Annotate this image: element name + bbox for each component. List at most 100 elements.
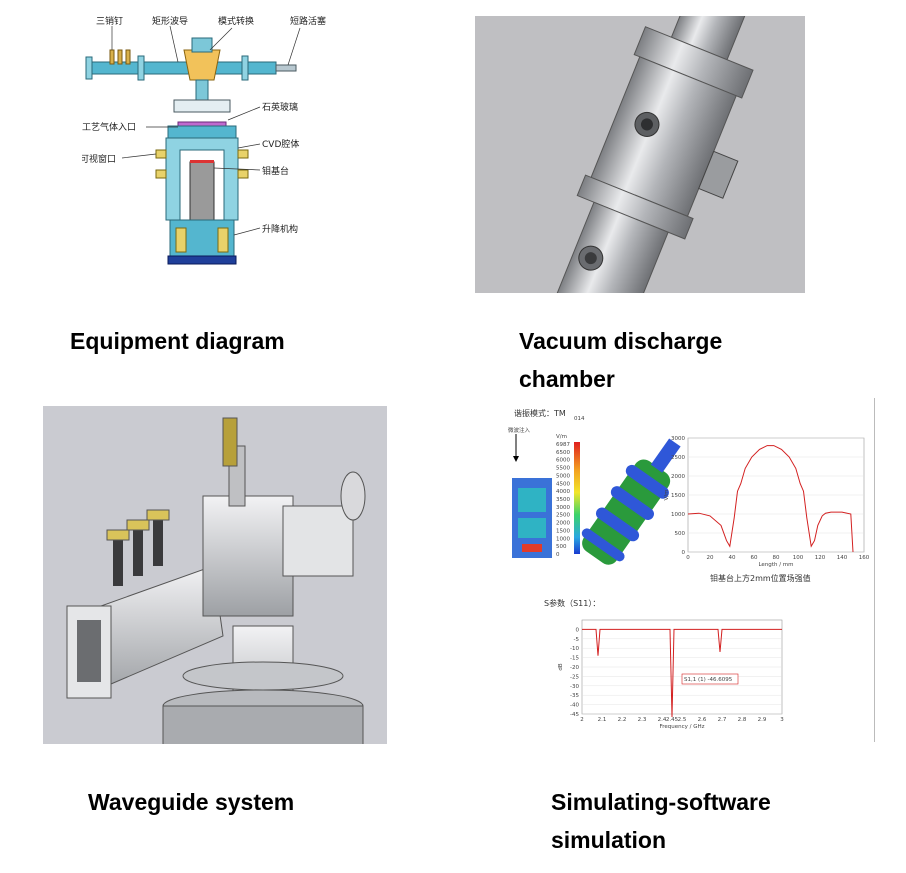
x-tick-label: 2.2	[618, 717, 627, 723]
waveguide-image	[66, 417, 366, 744]
chamber-image	[548, 16, 754, 293]
stub-tuner-knobs	[106, 509, 170, 586]
y-tick-label: -30	[570, 684, 579, 690]
short-plunger	[275, 64, 297, 72]
series-line	[687, 445, 854, 553]
label-lift-mechanism: 升降机构	[262, 223, 298, 235]
field-strength-caption: 钼基台上方2mm位置场强值	[710, 573, 811, 583]
colorbar-tick-label: 6500	[556, 450, 570, 456]
x-tick-label: 20	[707, 555, 714, 561]
y-tick-label: 0	[682, 550, 686, 556]
x-tick-label: 2.7	[718, 717, 727, 723]
x-tick-label: 100	[793, 555, 804, 561]
colorbar-tick-label: 0	[556, 552, 560, 558]
colorbar-tick-label: 5500	[556, 466, 570, 472]
caption-vacuum-chamber-line1: Vacuum discharge	[519, 328, 723, 354]
y-tick-label: -45	[570, 712, 579, 718]
y-tick-label: -25	[570, 674, 579, 680]
marker-box	[681, 673, 739, 685]
label-stub-tuner: 三销钉	[96, 15, 123, 27]
vacuum-chamber-render	[475, 16, 805, 293]
x-tick-label: 2	[580, 717, 584, 723]
mode-converter	[183, 49, 221, 81]
equipment-diagram: 三销钉 矩形波导 模式转换 短路活塞 石英玻璃 工艺气体入口 CVD腔体 可视窗…	[80, 10, 342, 268]
label-viewing-window: 可视窗口	[82, 153, 116, 165]
s-param-title: S参数（S11）：	[544, 598, 600, 608]
x-tick-label: 2.1	[598, 717, 607, 723]
x-tick-label: 60	[751, 555, 758, 561]
y-tick-label: -40	[570, 703, 579, 709]
colorbar-tick-label: 5000	[556, 473, 570, 479]
handwheel-icon	[340, 471, 366, 521]
colorbar-tick-label: 3500	[556, 497, 570, 503]
label-quartz-glass: 石英玻璃	[262, 101, 298, 113]
stub-tuner-pins	[109, 49, 131, 65]
x-tick-label: 140	[837, 555, 848, 561]
simulation-figure: 谐振模式：TM 014 微波注入 V/m 6987650060005500500…	[508, 408, 870, 730]
y-tick-label: 1000	[671, 512, 685, 518]
y-tick-label: 0	[576, 627, 580, 633]
caption-simulation-line2: simulation	[551, 827, 667, 853]
caption-waveguide-system: Waveguide system	[88, 789, 295, 815]
colorbar-tick-label: 1500	[556, 528, 570, 534]
x-tick-label: 2.5	[678, 717, 687, 723]
y-tick-label: -5	[574, 637, 580, 643]
microwave-input-label: 微波注入	[508, 426, 531, 434]
colorbar	[574, 442, 580, 554]
label-mode-converter: 模式转换	[218, 15, 254, 27]
marker-label: S1,1 (1) -46.6095	[684, 677, 733, 683]
y-tick-label: 2000	[671, 474, 685, 480]
x-tick-label: 2.3	[638, 717, 647, 723]
caption-equipment-diagram: Equipment diagram	[70, 328, 285, 354]
y-tick-label: 2500	[671, 455, 685, 461]
x-tick-label: 3	[780, 717, 784, 723]
field-strength-chart: 0 500 1000 1500 2000 2500 3000 0 20 40 60 80 100 120 1…	[664, 436, 870, 568]
resonance-mode-subscript: 014	[574, 416, 585, 422]
x-tick-label: 0	[686, 555, 690, 561]
colorbar-unit: V/m	[556, 434, 567, 440]
equipment-schematic: 三销钉 矩形波导 模式转换 短路活塞 石英玻璃 工艺气体入口 CVD腔体 可视窗…	[80, 15, 326, 265]
colorbar-tick-label: 500	[556, 544, 567, 550]
caption-simulation-line1: Simulating-software	[551, 789, 771, 815]
colorbar-tick-label: 4000	[556, 489, 570, 495]
label-cvd-cavity: CVD腔体	[262, 138, 299, 150]
x-tick-label: 2.45	[666, 717, 679, 723]
resonance-mode-label: 谐振模式：TM	[514, 408, 566, 418]
y-tick-label: -15	[570, 656, 579, 662]
label-short-plunger: 短路活塞	[290, 15, 326, 27]
y-tick-label: 500	[675, 531, 686, 537]
x-tick-label: 80	[773, 555, 780, 561]
x-tick-label: 2.4	[658, 717, 667, 723]
x-tick-label: 2.9	[758, 717, 767, 723]
quartz-glass	[177, 121, 227, 127]
label-mo-substrate: 钼基台	[262, 165, 289, 177]
colorbar-tick-label: 3000	[556, 505, 570, 511]
colorbar-tick-label: 6987	[556, 442, 570, 448]
x-tick-label: 160	[859, 555, 870, 561]
s11-chart: 0 -5 -10 -15 -20 -25 -30 -35 -40 -452 2.1 2.2 2.3 2.4…	[558, 619, 784, 730]
cavity-3d-render	[581, 438, 681, 565]
label-process-gas-inlet: 工艺气体入口	[82, 121, 136, 133]
colorbar-tick-label: 6000	[556, 458, 570, 464]
y-tick-label: -10	[570, 646, 579, 652]
y-tick-label: -20	[570, 665, 579, 671]
y-axis-label: dB	[558, 663, 564, 670]
caption-vacuum-chamber-line2: chamber	[519, 366, 615, 392]
y-axis-label: V/m	[664, 490, 670, 501]
label-rect-waveguide: 矩形波导	[152, 15, 188, 27]
colorbar-tick-label: 4500	[556, 481, 570, 487]
y-tick-label: 3000	[671, 436, 685, 442]
series-line	[582, 628, 782, 718]
x-axis-label: Length / mm	[758, 562, 793, 568]
x-tick-label: 40	[729, 555, 736, 561]
colorbar-tick-label: 2500	[556, 513, 570, 519]
y-tick-label: -35	[570, 693, 579, 699]
y-tick-label: 1500	[671, 493, 685, 499]
colorbar-tick-label: 2000	[556, 521, 570, 527]
waveguide-system-render	[43, 406, 387, 744]
x-tick-label: 2.8	[738, 717, 747, 723]
colorbar-tick-label: 1000	[556, 536, 570, 542]
x-axis-label: Frequency / GHz	[659, 724, 704, 730]
x-tick-label: 120	[815, 555, 826, 561]
